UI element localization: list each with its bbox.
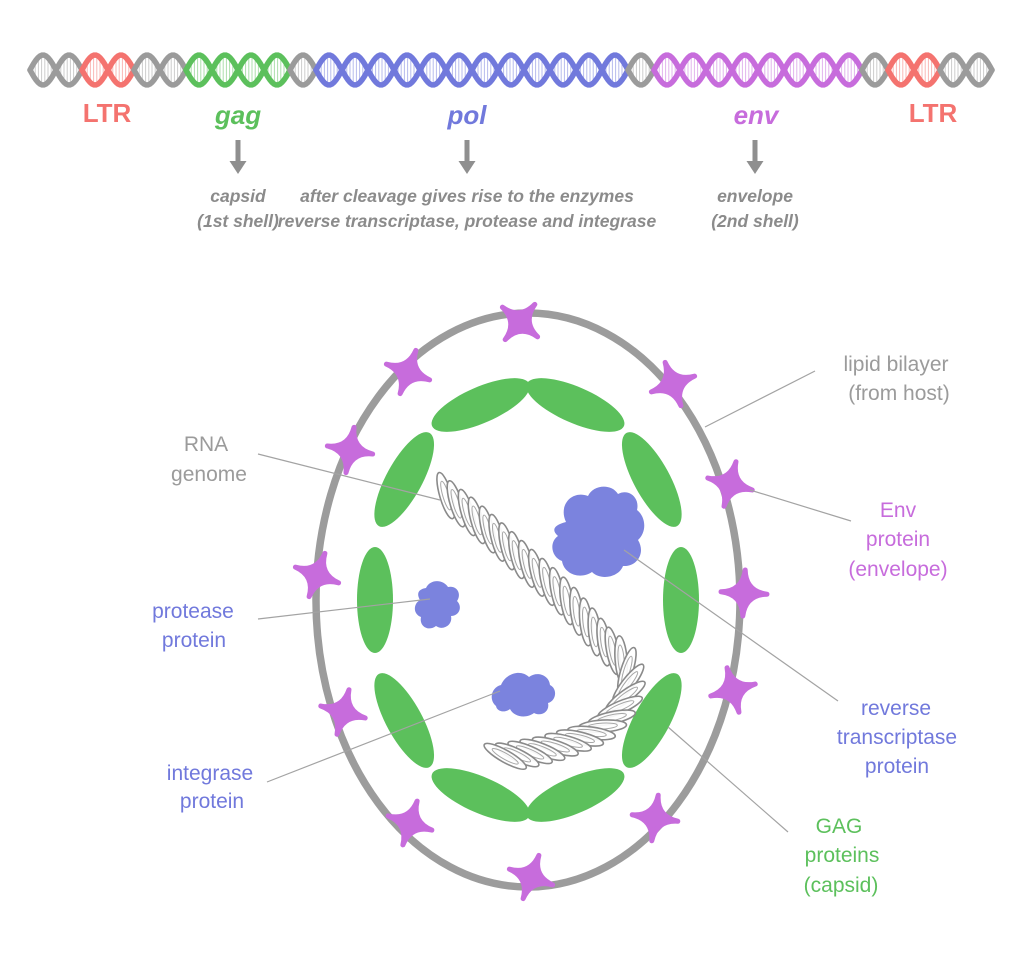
helix-strand	[859, 52, 891, 73]
env-protein-spike	[708, 665, 758, 715]
helix-strand	[651, 52, 865, 88]
helix-segment-spacer	[27, 52, 85, 88]
env-protein-spike	[718, 567, 770, 619]
virion-graphic	[292, 301, 770, 902]
gag-note-line-2: (1st shell)	[197, 211, 279, 231]
rna-genome-coil	[436, 471, 646, 771]
gag-capsid-protein	[374, 673, 435, 768]
label-lipid-bilayer-line-1: lipid bilayer	[843, 353, 948, 376]
helix-segment-LTR	[79, 52, 137, 88]
helix-segment-env	[651, 52, 865, 88]
env-protein-spike	[629, 792, 681, 844]
gag-capsid-protein	[431, 768, 530, 822]
env-note-line-2: (2nd shell)	[711, 211, 799, 231]
leader-line	[623, 549, 839, 702]
helix-strand	[287, 67, 319, 88]
label-env-protein-line-3: (envelope)	[848, 558, 947, 581]
helix-strand	[937, 52, 995, 88]
env-protein-spike	[506, 852, 556, 902]
gag-capsid-protein	[526, 378, 625, 432]
gag-capsid-protein	[431, 378, 530, 432]
leader-line	[667, 726, 789, 833]
label-env-protein-line-1: Env	[880, 499, 917, 522]
helix-segment-gag	[183, 52, 293, 88]
gene-label-ltr-left: LTR	[83, 98, 132, 128]
genome-helix	[27, 52, 995, 88]
gene-arrows	[229, 140, 764, 174]
label-env-protein-line-2: protein	[866, 528, 930, 551]
helix-strand	[625, 52, 657, 73]
helix-strand	[625, 67, 657, 88]
protease-blob	[414, 581, 460, 629]
down-arrow-icon	[746, 140, 764, 174]
leader-line	[266, 690, 501, 783]
env-protein-spike	[324, 424, 376, 476]
gag-note-line-1: capsid	[210, 186, 266, 206]
helix-segment-LTR	[885, 52, 943, 88]
gag-capsid-protein	[374, 432, 435, 527]
gene-label-pol: pol	[447, 100, 488, 130]
leader-line	[257, 453, 441, 501]
env-protein-spike	[705, 459, 755, 509]
integrase-blob	[491, 672, 556, 717]
gag-capsid-protein	[621, 673, 682, 768]
env-protein-spike	[385, 798, 435, 848]
pol-note-line-1: after cleavage gives rise to the enzymes	[300, 186, 634, 206]
label-integrase-line-1: integrase	[167, 762, 253, 785]
gag-capsid-protein	[621, 432, 682, 527]
label-gag-proteins-line-1: GAG	[816, 815, 863, 838]
helix-segment-pol	[313, 52, 631, 88]
helix-strand	[885, 52, 943, 88]
env-protein-spike	[383, 347, 433, 397]
leader-lines	[257, 370, 852, 833]
helix-segment-spacer	[131, 52, 189, 88]
helix-strand	[287, 52, 319, 73]
helix-strand	[27, 52, 85, 88]
gene-label-gag: gag	[214, 100, 261, 130]
gag-capsid-protein	[357, 547, 393, 653]
env-protein-spike	[499, 301, 541, 343]
env-protein-spike	[648, 359, 698, 409]
rna-coil-loop	[483, 742, 528, 771]
leader-line	[749, 489, 852, 522]
label-lipid-bilayer-line-2: (from host)	[848, 382, 950, 405]
label-reverse-transcriptase-line-2: transcriptase	[837, 726, 957, 749]
down-arrow-icon	[458, 140, 476, 174]
label-protease-line-1: protease	[152, 600, 234, 623]
helix-segment-spacer	[625, 52, 657, 88]
env-protein-spike	[318, 687, 368, 737]
label-protease-line-2: protein	[162, 629, 226, 652]
label-reverse-transcriptase-line-1: reverse	[861, 697, 931, 720]
down-arrow-icon	[229, 140, 247, 174]
reverse-transcriptase-blob	[552, 486, 645, 577]
label-gag-proteins-line-3: (capsid)	[804, 874, 879, 897]
env-note-line-1: envelope	[717, 186, 793, 206]
gag-capsid-protein	[663, 547, 699, 653]
env-protein-spike	[292, 550, 342, 600]
label-gag-proteins-line-2: proteins	[805, 844, 880, 867]
helix-strand	[859, 67, 891, 88]
label-rna-genome-line-1: RNA	[184, 433, 228, 456]
helix-segment-spacer	[287, 52, 319, 88]
label-rna-genome-line-2: genome	[171, 463, 247, 486]
gene-label-ltr-right: LTR	[909, 98, 958, 128]
helix-segment-spacer	[937, 52, 995, 88]
leader-line	[704, 370, 816, 428]
leader-line	[257, 598, 431, 620]
label-reverse-transcriptase-line-3: protein	[865, 755, 929, 778]
label-integrase-line-2: protein	[180, 790, 244, 813]
helix-strand	[79, 52, 137, 88]
pol-note-line-2: reverse transcriptase, protease and inte…	[278, 211, 657, 231]
helix-segment-spacer	[859, 52, 891, 88]
gag-capsid-protein	[526, 768, 625, 822]
helix-strand	[131, 52, 189, 88]
gene-label-env: env	[734, 100, 780, 130]
helix-strand	[183, 52, 293, 88]
helix-strand	[313, 52, 631, 88]
